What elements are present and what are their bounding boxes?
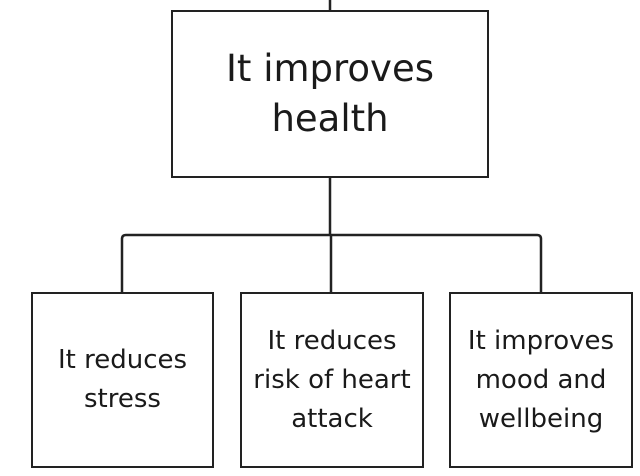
child-node-mood: It improves mood and wellbeing (449, 292, 633, 468)
root-node: It improves health (171, 10, 489, 178)
child-node-mood-label: It improves mood and wellbeing (467, 325, 615, 434)
child-node-stress: It reduces stress (31, 292, 214, 468)
child-node-stress-label: It reduces stress (57, 345, 188, 414)
root-node-label: It improves health (226, 47, 434, 140)
child-node-heart-attack-label: It reduces risk of heart attack (253, 325, 411, 434)
child-node-heart-attack: It reduces risk of heart attack (240, 292, 424, 468)
